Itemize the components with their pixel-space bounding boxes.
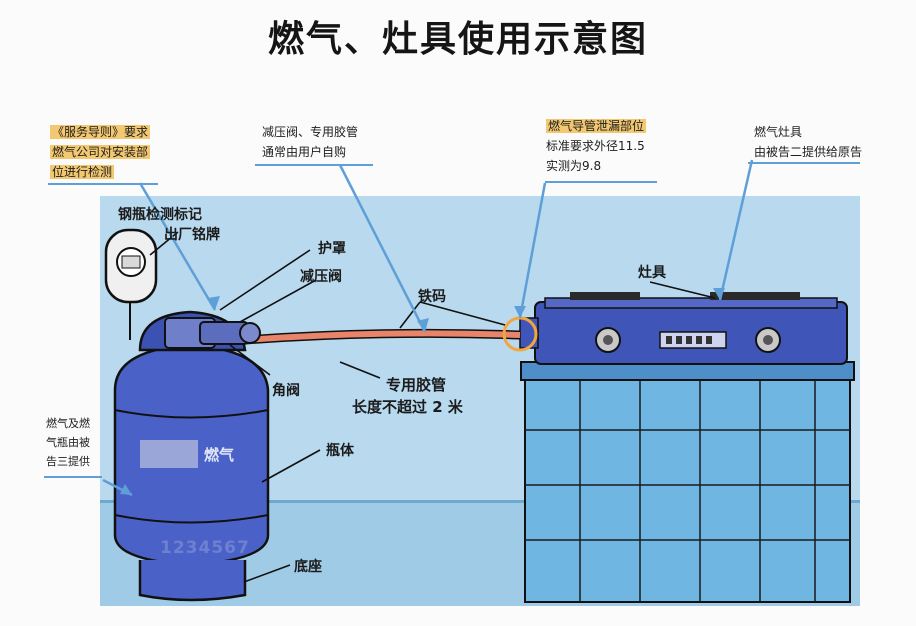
nameplate-label: 出厂铭牌 bbox=[164, 227, 220, 243]
stove bbox=[519, 292, 848, 365]
stove-note-line-1: 燃气灶具 bbox=[754, 125, 803, 139]
stove-note-underline bbox=[748, 162, 860, 164]
inspection-tag bbox=[104, 228, 158, 340]
regulator-hose-underline bbox=[255, 164, 373, 166]
stove-note: 燃气灶具 由被告二提供给原告 bbox=[754, 122, 862, 162]
leak-point-note: 燃气导管泄漏部位 标准要求外径11.5 实测为9.8 bbox=[546, 116, 647, 176]
clamp-label: 铁码 bbox=[418, 289, 446, 305]
page-title: 燃气、灶具使用示意图 bbox=[267, 19, 648, 60]
cylinder-note: 燃气及燃 气瓶由被 告三提供 bbox=[46, 414, 90, 471]
stove-label: 灶具 bbox=[638, 265, 666, 281]
rules-note-line-3: 位进行检测 bbox=[50, 165, 115, 179]
guard-label: 护罩 bbox=[318, 241, 346, 257]
cylinder-note-line-1: 燃气及燃 bbox=[46, 417, 90, 430]
leak-point-note-line-3: 实测为9.8 bbox=[546, 159, 602, 173]
hose-label-line-2: 长度不超过 2 米 bbox=[352, 398, 463, 416]
rules-note-underline bbox=[48, 183, 158, 185]
cylinder-brand: 燃气 bbox=[204, 446, 235, 464]
base-label: 底座 bbox=[294, 559, 322, 575]
hose-label-line-1: 专用胶管 bbox=[386, 376, 447, 394]
regulator-hose-note-line-2: 通常由用户自购 bbox=[262, 145, 347, 159]
cylinder-serial: 1234567 bbox=[160, 538, 250, 558]
leak-point-note-line-2: 标准要求外径11.5 bbox=[546, 139, 645, 153]
stove-note-line-2: 由被告二提供给原告 bbox=[754, 145, 863, 159]
rules-note-line-1: 《服务导则》要求 bbox=[50, 125, 151, 139]
cylinder-note-line-2: 气瓶由被 bbox=[46, 436, 90, 449]
gas-cylinder bbox=[113, 310, 270, 602]
inspection-mark-label: 钢瓶检测标记 bbox=[118, 207, 202, 223]
leak-point-underline bbox=[545, 181, 657, 183]
leak-point-note-line-1: 燃气导管泄漏部位 bbox=[546, 119, 647, 133]
angle-valve-label: 角阀 bbox=[272, 383, 300, 399]
cylinder-note-line-3: 告三提供 bbox=[46, 455, 90, 468]
rules-note-line-2: 燃气公司对安装部 bbox=[50, 145, 151, 159]
regulator-hose-note-line-1: 减压阀、专用胶管 bbox=[262, 125, 359, 139]
regulator-label: 减压阀 bbox=[300, 269, 342, 285]
counter bbox=[520, 361, 855, 603]
regulator-hose-note: 减压阀、专用胶管 通常由用户自购 bbox=[262, 122, 358, 162]
cylinder-note-underline bbox=[44, 476, 102, 478]
rules-note: 《服务导则》要求 燃气公司对安装部 位进行检测 bbox=[50, 122, 151, 182]
cylinder-body-label: 瓶体 bbox=[326, 443, 354, 459]
